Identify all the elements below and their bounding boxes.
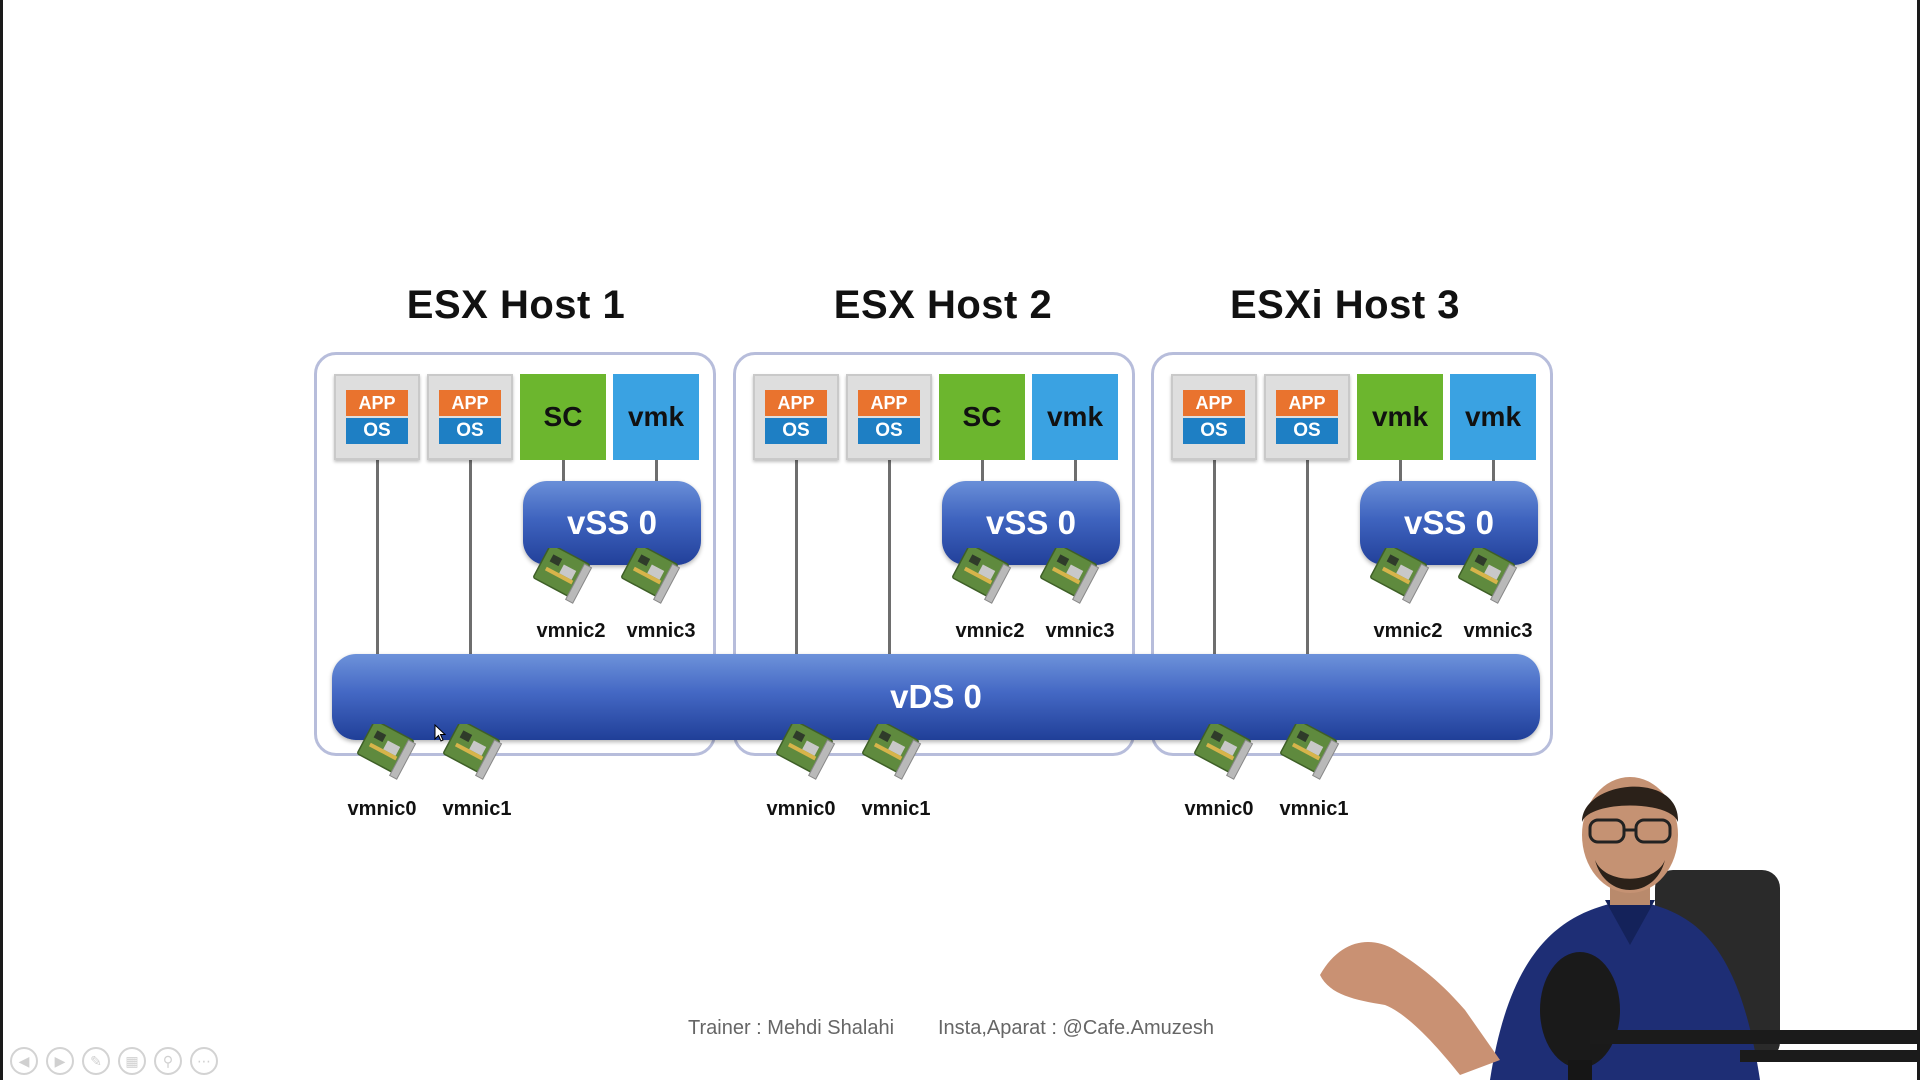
previous-icon[interactable]: ◀ [10, 1047, 38, 1075]
connector-line [1074, 460, 1077, 482]
social-credit: Insta,Aparat : @Cafe.Amuzesh [938, 1017, 1214, 1039]
os-label: OS [439, 418, 501, 444]
tile-label: vmk [1046, 401, 1104, 432]
nic-label: vmnic3 [1045, 620, 1115, 642]
nic-label: vmnic0 [766, 798, 836, 820]
vm-tile: APP OS [1264, 374, 1350, 460]
vss-switch: vSS 0 [523, 481, 701, 565]
connector-line [981, 460, 984, 482]
os-label: OS [765, 418, 827, 444]
vm-tile: APP OS [753, 374, 839, 460]
left-frame-edge [0, 0, 3, 1080]
nic-label: vmnic1 [442, 798, 512, 820]
tile-label: vmk [627, 401, 685, 432]
nic-card-icon [1457, 548, 1518, 604]
os-label: OS [1183, 418, 1245, 444]
nic-card-icon [1193, 724, 1254, 780]
nic-label: vmnic2 [1373, 620, 1443, 642]
nic-card-icon [861, 724, 922, 780]
nic-card-icon [1039, 548, 1100, 604]
vmkernel-green-tile: vmk [1357, 374, 1443, 460]
app-label: APP [1183, 390, 1245, 416]
play-icon[interactable]: ▶ [46, 1047, 74, 1075]
nic-label: vmnic0 [347, 798, 417, 820]
app-label: APP [858, 390, 920, 416]
nic-label: vmnic1 [1279, 798, 1349, 820]
connector-line [888, 460, 891, 656]
tile-label: SC [543, 401, 583, 432]
connector-line [1399, 460, 1402, 482]
app-label: APP [346, 390, 408, 416]
nic-label: vmnic2 [955, 620, 1025, 642]
vm-tile: APP OS [846, 374, 932, 460]
nic-card-icon [532, 548, 593, 604]
connector-line [376, 460, 379, 656]
connector-line [1213, 460, 1216, 656]
trainer-credit: Trainer : Mehdi Shalahi [688, 1017, 895, 1039]
vmkernel-tile: vmk [613, 374, 699, 460]
connector-line [795, 460, 798, 656]
tile-label: vmk [1371, 401, 1429, 432]
vm-tile: APP OS [1171, 374, 1257, 460]
nic-label: vmnic3 [1463, 620, 1533, 642]
connector-line [1306, 460, 1309, 656]
nic-label: vmnic0 [1184, 798, 1254, 820]
os-label: OS [1276, 418, 1338, 444]
pen-icon[interactable]: ✎ [82, 1047, 110, 1075]
connector-line [469, 460, 472, 656]
slides-icon[interactable]: ▦ [118, 1047, 146, 1075]
service-console-tile: SC [520, 374, 606, 460]
vm-tile: APP OS [334, 374, 420, 460]
vmkernel-tile: vmk [1032, 374, 1118, 460]
tile-label: vmk [1464, 401, 1522, 432]
nic-label: vmnic1 [861, 798, 931, 820]
nic-label: vmnic2 [536, 620, 606, 642]
connector-line [655, 460, 658, 482]
vm-tile: APP OS [427, 374, 513, 460]
app-label: APP [439, 390, 501, 416]
connector-line [562, 460, 565, 482]
host-2-title: ESX Host 2 [833, 283, 1053, 327]
vmkernel-tile: vmk [1450, 374, 1536, 460]
nic-card-icon [442, 724, 503, 780]
app-label: APP [765, 390, 827, 416]
zoom-icon[interactable]: ⚲ [154, 1047, 182, 1075]
service-console-tile: SC [939, 374, 1025, 460]
nic-card-icon [775, 724, 836, 780]
nic-label: vmnic3 [626, 620, 696, 642]
os-label: OS [346, 418, 408, 444]
slideshow-controls: ◀ ▶ ✎ ▦ ⚲ ⋯ [10, 1047, 218, 1075]
host-1-title: ESX Host 1 [406, 283, 626, 327]
mouse-cursor-icon [434, 724, 446, 742]
presenter-webcam-image [1320, 777, 1920, 1080]
nic-card-icon [951, 548, 1012, 604]
vds-switch: vDS 0 [332, 654, 1540, 740]
os-label: OS [858, 418, 920, 444]
nic-card-icon [620, 548, 681, 604]
tile-label: SC [962, 401, 1002, 432]
right-frame-edge [1917, 0, 1920, 1080]
connector-line [1492, 460, 1495, 482]
nic-card-icon [356, 724, 417, 780]
host-3-title: ESXi Host 3 [1229, 283, 1460, 327]
more-icon[interactable]: ⋯ [190, 1047, 218, 1075]
app-label: APP [1276, 390, 1338, 416]
nic-card-icon [1369, 548, 1430, 604]
